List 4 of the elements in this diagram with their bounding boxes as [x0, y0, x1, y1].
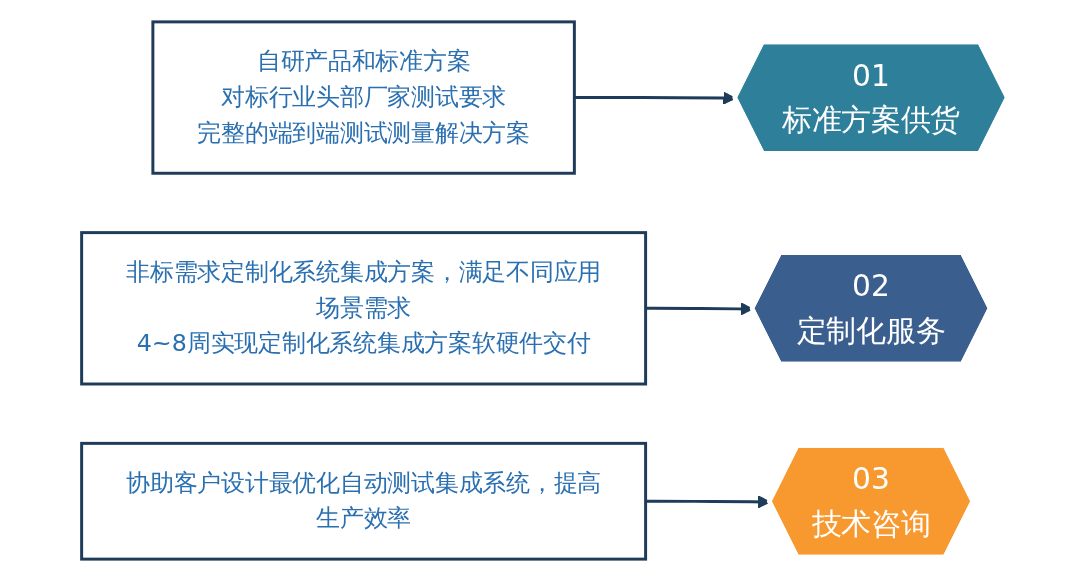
- arrow: [574, 91, 736, 105]
- node-box: 非标需求定制化系统集成方案，满足不同应用场景需求 4~8周实现定制化系统集成方案软硬件交付: [80, 231, 648, 386]
- node-box: 自研产品和标准方案 对标行业头部厂家测试要求 完整的端到端测试测量解决方案: [151, 20, 576, 175]
- node-box: 协助客户设计最优化自动测试集成系统，提高生产效率: [80, 441, 648, 561]
